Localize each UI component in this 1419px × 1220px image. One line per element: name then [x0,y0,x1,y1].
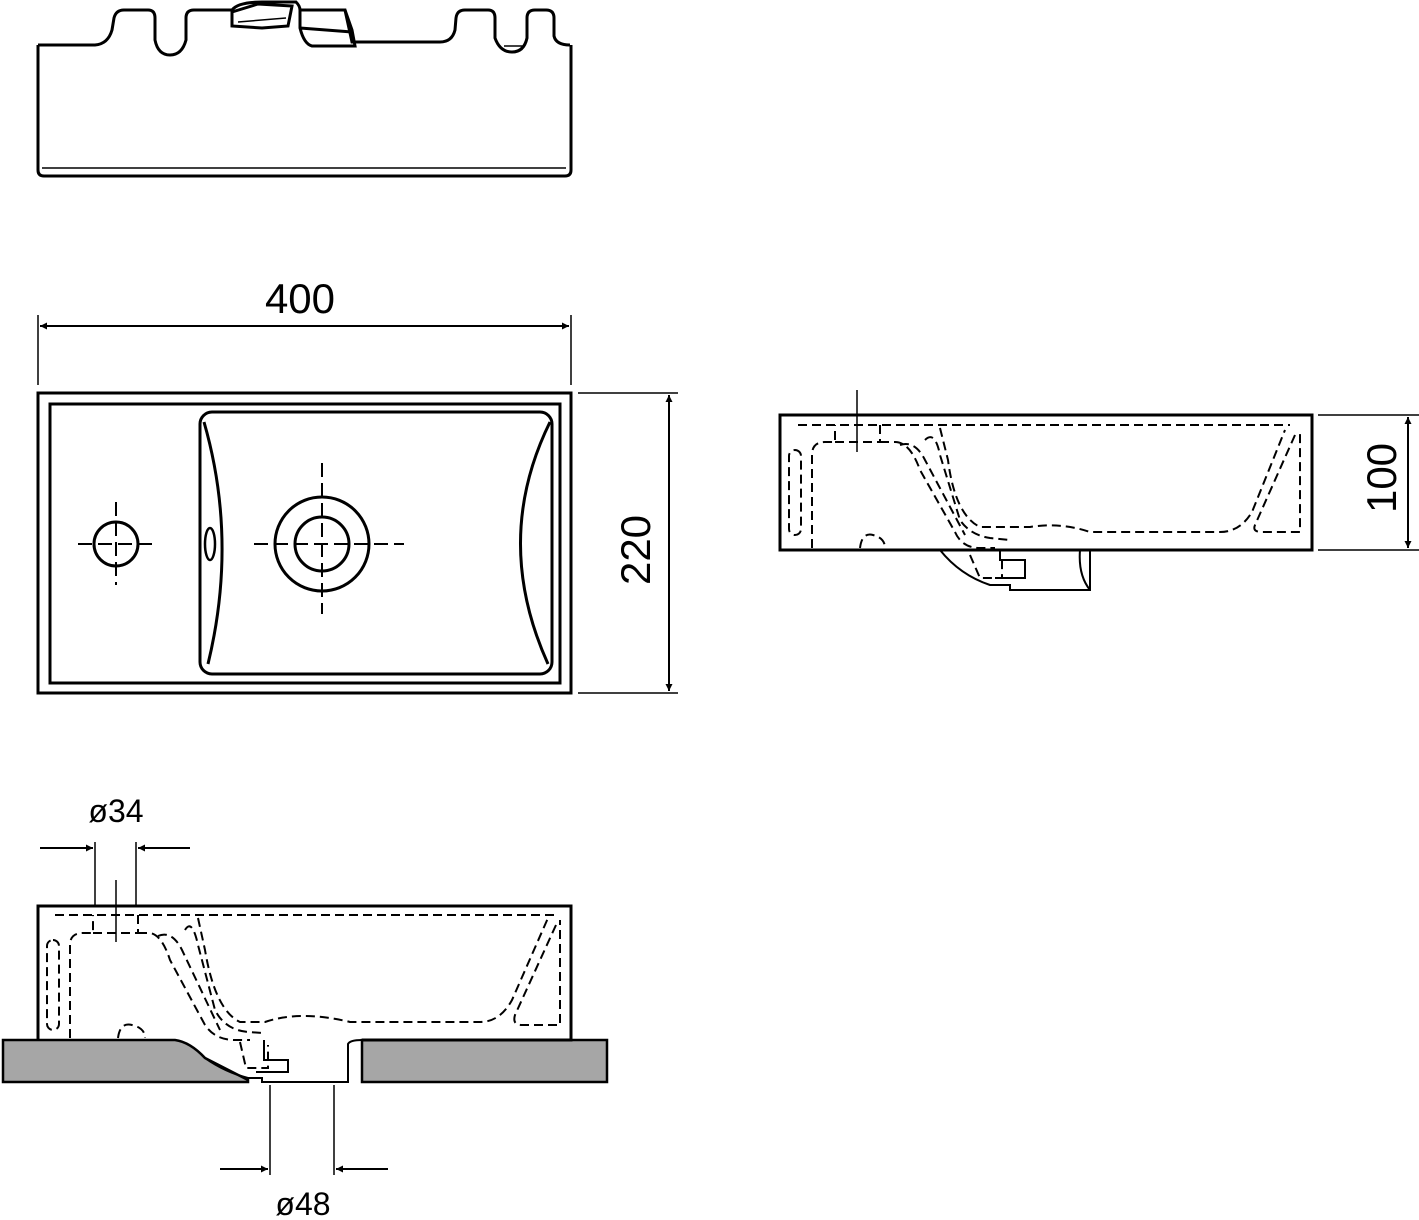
height-dimension-label: 100 [1358,443,1405,513]
installed-section-view: ø34 ø48 [1,793,609,1220]
drain-dimension-label: ø48 [275,1186,330,1220]
overflow-hole [203,526,217,562]
basin-rim [48,402,562,685]
plan-view: 400 220 [36,275,678,695]
section-outline [778,413,1314,552]
countertop-right [360,1038,609,1084]
depth-dimension-label: 220 [612,515,659,585]
basin-outer-outline [36,391,573,695]
bowl-right-curve [519,421,552,665]
installed-basin-outline [36,904,573,1042]
front-elevation-outline [36,8,573,178]
front-elevation-view [36,0,573,178]
faucet-icon [222,0,357,48]
bowl-left-curve [202,421,224,665]
countertop-left [1,1038,250,1084]
width-dimension-label: 400 [265,275,335,322]
section-view: 100 [778,390,1419,591]
bowl-outline [198,410,554,676]
drain-centerline [254,463,404,614]
tap-hole-dimension-label: ø34 [88,793,143,829]
tap-hole-centerline [78,502,158,585]
